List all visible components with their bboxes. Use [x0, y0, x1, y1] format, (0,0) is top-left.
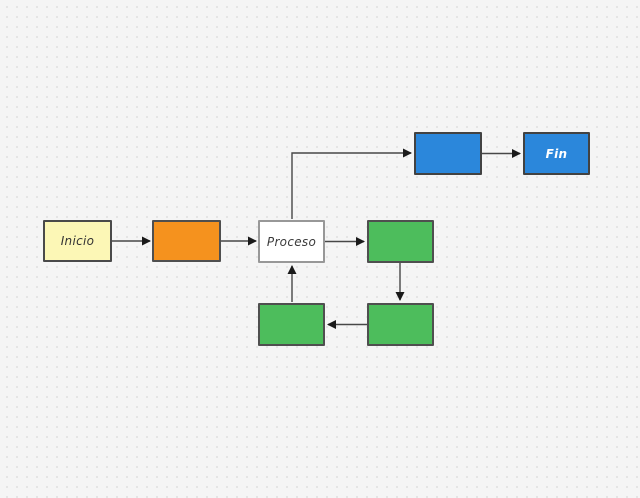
node-green-bottom-left[interactable]	[258, 303, 325, 346]
connector-proceso-up-to-blue[interactable]	[291, 148, 412, 219]
node-fin[interactable]: Fin	[523, 132, 590, 175]
node-label-fin: Fin	[545, 146, 568, 161]
node-blue-step[interactable]	[414, 132, 482, 175]
node-proceso[interactable]: Proceso	[258, 220, 325, 263]
node-inicio[interactable]: Inicio	[43, 220, 112, 262]
node-label-proceso: Proceso	[266, 234, 317, 249]
node-green-bottom-right[interactable]	[367, 303, 434, 346]
node-orange-step[interactable]	[152, 220, 221, 262]
node-green-mid[interactable]	[367, 220, 434, 263]
node-label-inicio: Inicio	[60, 234, 95, 248]
